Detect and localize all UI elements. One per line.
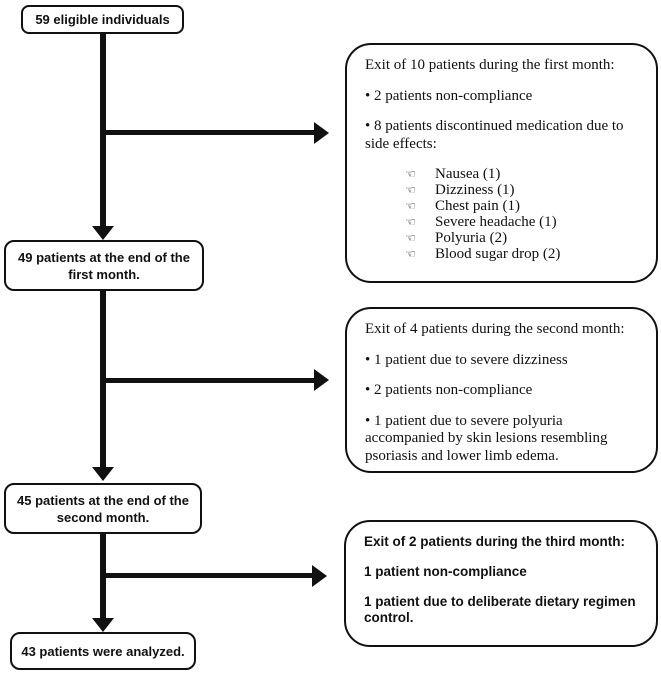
node-end-of-first-month: 49 patients at the end of the first mont… [4,240,204,291]
side-effects-list: ☜ Nausea (1) ☜ Dizziness (1) ☜ Chest pai… [365,166,638,262]
arrow-branch-3-line [103,573,313,578]
exit2-title: Exit of 4 patients during the second mon… [365,321,625,337]
side-effect-label: Blood sugar drop (2) [435,246,561,262]
node-patients-analyzed: 43 patients were analyzed. [10,632,196,670]
list-item: ☜ Blood sugar drop (2) [365,246,638,262]
side-effect-label: Dizziness (1) [435,182,515,198]
exit1-bullet-side-effects: • 8 patients discontinued medication due… [365,118,624,152]
side-effect-label: Polyuria (2) [435,230,508,246]
exit3-line-dietary: 1 patient due to deliberate dietary regi… [364,594,636,625]
exit2-bullet-polyuria: • 1 patient due to severe polyuria accom… [365,412,608,464]
list-item: ☜ Severe headache (1) [365,214,638,230]
side-effect-label: Chest pain (1) [435,198,520,214]
list-item: ☜ Nausea (1) [365,166,638,182]
node-month1-line1: 49 patients at the end of the [18,249,190,265]
exit2-bullet-noncompliance: • 2 patients non-compliance [365,382,533,398]
node-month1-line2: first month. [68,266,140,282]
node-end-of-second-month: 45 patients at the end of the second mon… [4,483,202,534]
arrow-branch-2-head-icon [314,369,329,391]
arrow-branch-2-line [103,378,315,383]
hand-bullet-icon: ☜ [405,167,416,181]
side-effect-label: Severe headache (1) [435,214,557,230]
arrow-down-1-head-icon [92,226,114,240]
exit-box-month-2: Exit of 4 patients during the second mon… [345,307,658,473]
exit-box-month-3: Exit of 2 patients during the third mont… [344,520,658,647]
hand-bullet-icon: ☜ [405,215,416,229]
exit1-title: Exit of 10 patients during the first mon… [365,57,615,73]
arrow-down-3-head-icon [92,618,114,632]
list-item: ☜ Polyuria (2) [365,230,638,246]
hand-bullet-icon: ☜ [405,231,416,245]
arrow-branch-1-head-icon [314,122,329,144]
arrow-branch-3-head-icon [312,565,327,587]
exit3-title: Exit of 2 patients during the third mont… [364,534,625,549]
hand-bullet-icon: ☜ [405,247,416,261]
exit3-line-noncompliance: 1 patient non-compliance [364,564,527,579]
node-analyzed-label: 43 patients were analyzed. [21,643,185,659]
hand-bullet-icon: ☜ [405,199,416,213]
exit2-bullet-dizziness: • 1 patient due to severe dizziness [365,351,568,368]
list-item: ☜ Chest pain (1) [365,198,638,214]
node-eligible-label: 59 eligible individuals [35,12,170,27]
exit1-bullet-noncompliance: • 2 patients non-compliance [365,87,533,104]
side-effect-label: Nausea (1) [435,166,501,182]
arrow-branch-1-line [103,130,315,135]
node-month2-line2: second month. [56,509,150,525]
list-item: ☜ Dizziness (1) [365,182,638,198]
node-eligible-individuals: 59 eligible individuals [21,5,184,34]
hand-bullet-icon: ☜ [405,183,416,197]
exit-box-month-1: Exit of 10 patients during the first mon… [345,43,658,283]
node-month2-line1: 45 patients at the end of the [17,492,189,508]
arrow-down-2-head-icon [92,467,114,481]
